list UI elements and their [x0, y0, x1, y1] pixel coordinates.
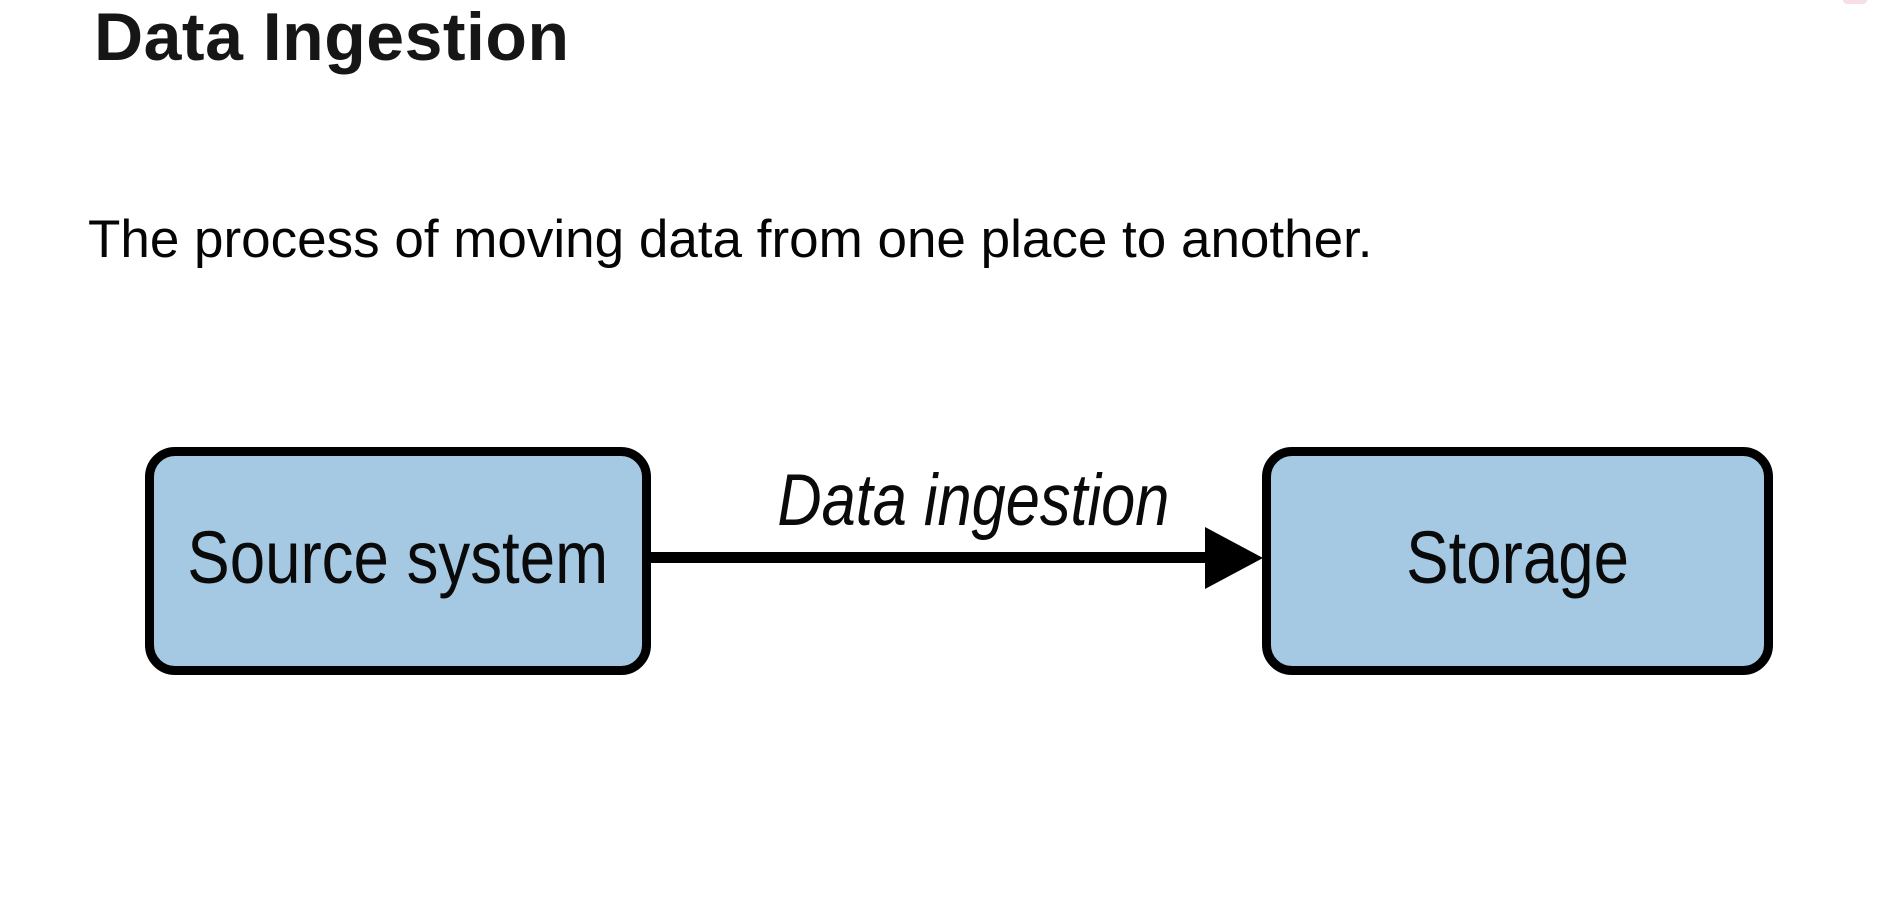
top-edge-artifact: [1843, 0, 1867, 4]
page-title: Data Ingestion: [94, 0, 570, 75]
node-source-system: Source system: [145, 447, 651, 675]
arrow-head-icon: [1205, 527, 1263, 589]
edge-label-text: Data ingestion: [777, 460, 1170, 541]
node-storage: Storage: [1262, 447, 1773, 675]
node-storage-label: Storage: [1406, 516, 1629, 599]
arrow-line: [650, 552, 1212, 563]
edge-label: Data ingestion: [740, 460, 1170, 541]
description-text: The process of moving data from one plac…: [88, 210, 1373, 269]
node-source-system-label: Source system: [187, 516, 609, 599]
